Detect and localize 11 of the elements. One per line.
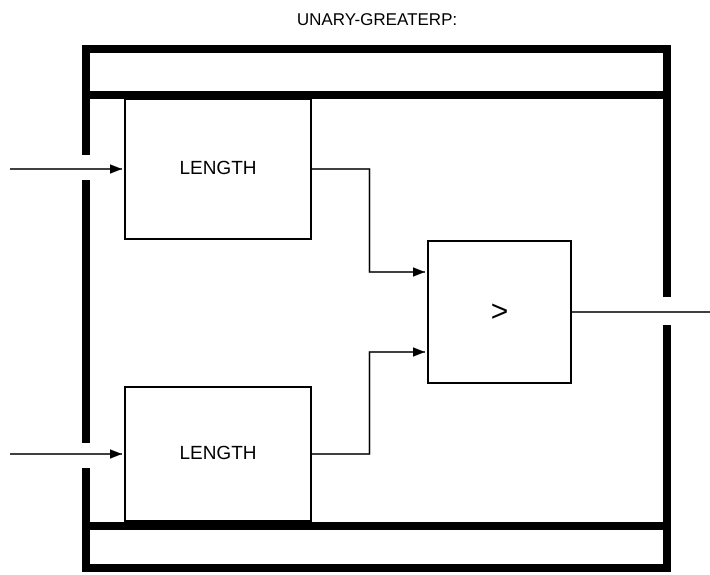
arrow [10,164,122,174]
arrow [312,347,425,455]
comparison-box: > [427,240,572,384]
frame-label: UNARY-GREATERP: [296,10,458,30]
arrow [10,449,122,459]
operation-box: LENGTH [124,98,312,240]
bottom-bar [82,522,671,572]
operation-box: LENGTH [124,386,312,522]
connector-line [572,311,710,313]
top-bar [82,45,671,99]
arrow [312,168,425,277]
